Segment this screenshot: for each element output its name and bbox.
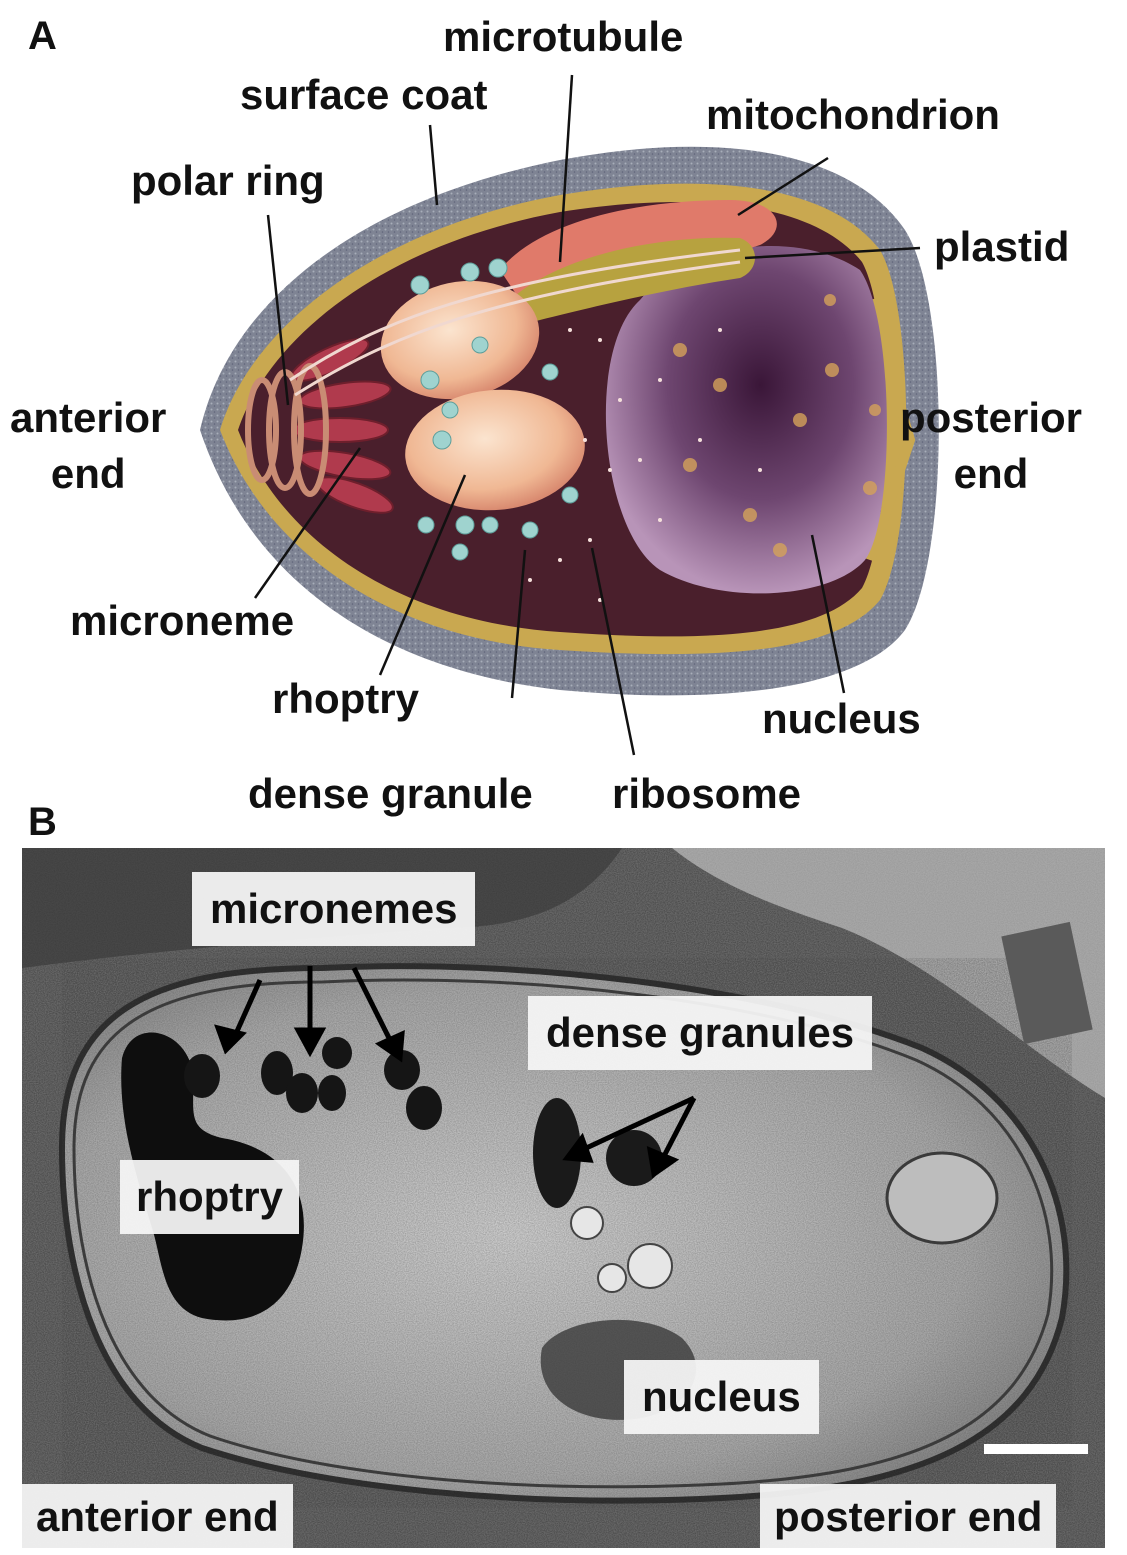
- label-mitochondrion: mitochondrion: [706, 94, 1000, 136]
- scale-bar: [984, 1444, 1088, 1454]
- label-dense-granules: dense granules: [528, 996, 872, 1070]
- label-rhoptry: rhoptry: [272, 678, 419, 720]
- label-microtubule: microtubule: [443, 16, 683, 58]
- label-ribosome: ribosome: [612, 773, 801, 815]
- label-nucleus-b: nucleus: [624, 1360, 819, 1434]
- right-vesicle: [887, 1153, 997, 1243]
- nucleus-shape: [606, 246, 887, 593]
- label-dense-granule: dense granule: [248, 773, 533, 815]
- label-rhoptry-b: rhoptry: [120, 1160, 299, 1234]
- label-anterior-end: anterior end: [10, 390, 166, 502]
- label-plastid: plastid: [934, 226, 1069, 268]
- panel-b-letter: B: [28, 800, 57, 845]
- label-nucleus: nucleus: [762, 698, 921, 740]
- label-surface-coat: surface coat: [240, 74, 487, 116]
- panel-b-micrograph: micronemes dense granules rhoptry nucleu…: [22, 848, 1105, 1548]
- label-micronemes: micronemes: [192, 872, 475, 946]
- label-microneme: microneme: [70, 600, 294, 642]
- label-anterior-end-b: anterior end: [22, 1484, 293, 1548]
- label-posterior-end-b: posterior end: [760, 1484, 1056, 1548]
- label-polar-ring: polar ring: [131, 160, 325, 202]
- label-posterior-end: posterior end: [900, 390, 1082, 502]
